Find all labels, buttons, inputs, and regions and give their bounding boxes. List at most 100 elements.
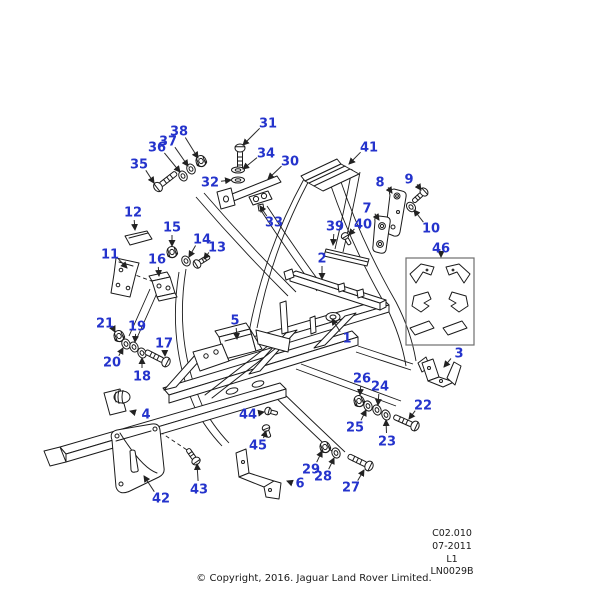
callout-label-24[interactable]: 24 [371,380,389,395]
callout-label-25[interactable]: 25 [346,421,364,436]
callout-label-15[interactable]: 15 [163,221,181,236]
part-44-bolt [263,406,279,418]
callout-leader-35 [145,170,155,184]
callout-label-32[interactable]: 32 [201,176,219,191]
callout-label-8[interactable]: 8 [375,176,384,191]
callout-label-41[interactable]: 41 [360,141,378,156]
callout-label-11[interactable]: 11 [101,248,119,263]
callout-leader-1 [331,318,341,332]
callout-leader-19 [131,333,139,343]
callout-leader-41 [348,151,361,165]
callout-leader-27 [357,469,365,481]
callout-label-42[interactable]: 42 [152,492,170,507]
callout-label-45[interactable]: 45 [249,439,267,454]
callout-label-37[interactable]: 37 [159,135,177,150]
part-15-nut [165,244,179,260]
callout-leader-24 [374,393,382,406]
callout-label-28[interactable]: 28 [314,470,332,485]
callout-leader-20 [117,347,124,356]
callout-label-38[interactable]: 38 [170,125,188,140]
callout-label-5[interactable]: 5 [230,314,239,329]
part-24-washer [370,403,384,417]
callout-label-6[interactable]: 6 [295,477,304,492]
part-22-bolt [391,411,422,433]
callout-leader-9 [414,183,422,191]
part-30-bracket [216,175,282,210]
part-23-washer [379,408,393,422]
part-39-bar [323,248,370,267]
callout-label-44[interactable]: 44 [239,408,257,423]
callout-label-4[interactable]: 4 [141,408,150,423]
callout-leader-10 [413,209,424,223]
part-12-shim [124,230,153,246]
callout-leader-11 [118,258,128,269]
callout-leader-45 [260,430,268,439]
callout-label-19[interactable]: 19 [128,320,146,335]
sweep-curves [128,168,417,458]
callout-label-17[interactable]: 17 [155,337,173,352]
part-45-screw [260,423,274,439]
callout-label-10[interactable]: 10 [422,222,440,237]
callout-leader-21 [109,325,116,333]
callout-leader-31 [242,127,261,146]
callout-leader-40 [348,228,356,236]
part-29-nut [317,439,333,455]
callout-label-40[interactable]: 40 [354,218,372,233]
callout-label-2[interactable]: 2 [317,252,326,267]
revision-date: 07-2011 [432,541,472,552]
drawing-code: C02.010 [432,528,472,539]
callout-label-29[interactable]: 29 [302,463,320,478]
callout-leader-33 [259,205,268,217]
callout-label-43[interactable]: 43 [190,483,208,498]
part-41-plate [300,158,360,192]
part-27-bolt [345,450,376,473]
callout-label-39[interactable]: 39 [326,220,344,235]
callout-label-18[interactable]: 18 [133,370,151,385]
callout-leader-4 [129,409,137,417]
part-36-washer [176,169,190,183]
callout-label-3[interactable]: 3 [454,347,463,362]
callout-label-27[interactable]: 27 [342,481,360,496]
callout-leader-43 [193,463,201,482]
callout-label-7[interactable]: 7 [362,202,371,217]
callout-leader-23 [382,419,390,434]
callout-leader-13 [203,252,211,260]
callout-label-9[interactable]: 9 [404,173,413,188]
part-4-buffer [103,388,131,416]
callout-label-26[interactable]: 26 [353,372,371,387]
callout-leader-5 [233,327,241,340]
part-3-bracket [417,356,462,388]
part-7-plate [372,215,391,254]
callout-label-21[interactable]: 21 [96,317,114,332]
part-28-washer [329,446,343,460]
callout-leader-32 [220,177,232,185]
callout-label-14[interactable]: 14 [193,233,211,248]
callout-label-12[interactable]: 12 [124,206,142,221]
callout-label-34[interactable]: 34 [257,147,275,162]
part-11-bracket [110,257,140,298]
callout-leader-37 [174,146,189,167]
callout-leader-38 [184,137,199,159]
callout-label-33[interactable]: 33 [265,216,283,231]
callout-label-22[interactable]: 22 [414,399,432,414]
callout-leader-3 [443,358,452,368]
callout-label-30[interactable]: 30 [281,155,299,170]
callout-label-16[interactable]: 16 [148,253,166,268]
callout-label-13[interactable]: 13 [208,241,226,256]
callout-leader-25 [360,409,367,421]
part-16-bracket [148,271,178,302]
callout-label-31[interactable]: 31 [259,117,277,132]
callout-label-20[interactable]: 20 [103,356,121,371]
callout-leader-39 [329,233,337,246]
copyright-notice: © Copyright, 2016. Jaguar Land Rover Lim… [196,573,431,584]
callout-label-1[interactable]: 1 [342,332,351,347]
callout-label-35[interactable]: 35 [130,158,148,173]
reference-code: LN0029B [430,566,473,577]
callout-leader-8 [385,186,393,194]
callout-leader-14 [188,245,197,258]
callout-label-36[interactable]: 36 [148,141,166,156]
dashed-alignment-lines [129,272,188,451]
callout-label-23[interactable]: 23 [378,435,396,450]
callout-label-46[interactable]: 46 [432,242,450,257]
